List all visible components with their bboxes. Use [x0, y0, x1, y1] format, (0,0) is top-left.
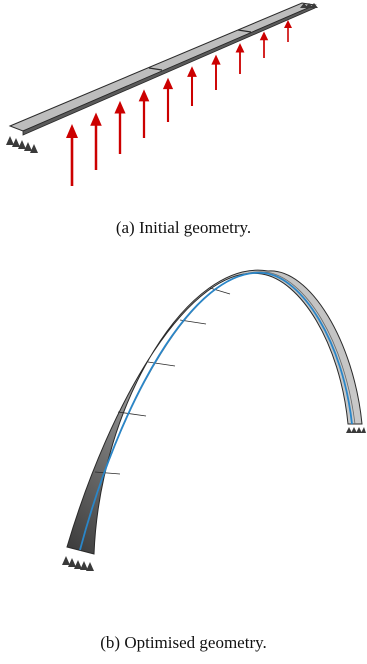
optimised-geometry-panel	[0, 262, 367, 592]
load-arrow	[284, 20, 292, 42]
beam-element-division	[148, 67, 163, 71]
load-arrow	[211, 54, 221, 90]
load-arrow	[66, 124, 78, 186]
load-arrows	[66, 20, 292, 186]
arch-centerline	[79, 272, 353, 551]
left-support	[6, 136, 38, 153]
caption-initial-geometry: (a) Initial geometry.	[115, 218, 252, 237]
initial-geometry-panel	[0, 0, 367, 200]
caption-optimised-geometry: (b) Optimised geometry.	[100, 633, 267, 652]
beam-plate	[8, 2, 317, 132]
load-arrow	[235, 43, 245, 74]
right-support	[300, 3, 318, 8]
load-arrow	[138, 89, 150, 138]
initial-geometry-drawing	[6, 2, 318, 186]
beam-element-division	[237, 29, 252, 33]
arch-right-support	[346, 427, 366, 433]
arch-shell	[66, 269, 363, 555]
load-arrow	[187, 66, 197, 106]
load-arrow	[90, 112, 102, 170]
load-arrow	[162, 77, 174, 122]
optimised-geometry-drawing	[62, 269, 366, 571]
load-arrow	[259, 31, 269, 58]
load-arrow	[114, 100, 126, 154]
arch-left-support	[62, 556, 94, 571]
